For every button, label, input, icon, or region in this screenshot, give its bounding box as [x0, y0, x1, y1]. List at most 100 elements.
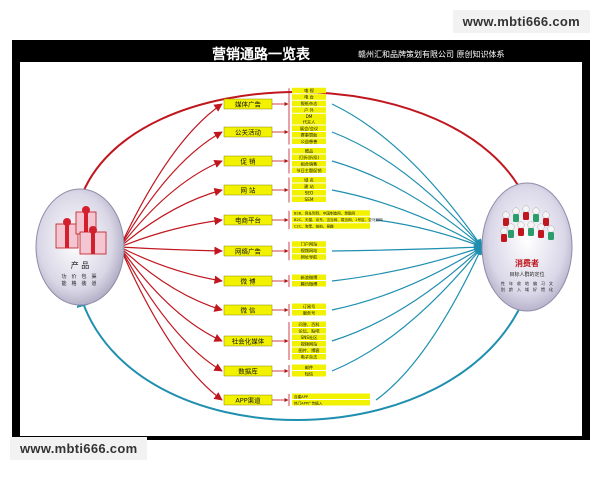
- item-box: [292, 274, 326, 280]
- person-body-icon: [533, 214, 539, 222]
- item-label: DM: [306, 114, 313, 119]
- item-label: 邮件: [305, 364, 313, 371]
- item-box: [292, 321, 326, 327]
- consumer-arrow-8: [331, 246, 483, 342]
- person-body-icon: [501, 234, 507, 242]
- item-box: [292, 216, 370, 223]
- person-head-icon: [542, 211, 550, 219]
- item-label: 组合销售: [301, 160, 318, 167]
- product-arrow-2: [119, 160, 223, 248]
- person-body-icon: [538, 230, 544, 238]
- item-box: [292, 303, 326, 309]
- item-label: SEO: [305, 190, 314, 195]
- channel-label: 媒体广告: [235, 100, 262, 109]
- product-arrow-10: [119, 246, 223, 401]
- consumer-attribute-char: 别: [501, 286, 505, 293]
- channel-label: 网 站: [240, 186, 256, 195]
- item-label: 新浪微博: [301, 274, 319, 281]
- item-label: 赛事赞助: [301, 131, 318, 138]
- item-label: B2B、网址烈烈、中国制造网、慧聪网: [294, 211, 356, 216]
- product-arrow-8: [119, 246, 223, 342]
- consumer-arrow-5: [331, 243, 483, 252]
- consumer-arrow-4: [375, 219, 483, 249]
- people-group-icon: [500, 205, 555, 242]
- consumer-arrow-10: [375, 246, 483, 401]
- item-box: [292, 148, 326, 154]
- item-label: 视频网站: [301, 247, 318, 254]
- person-head-icon: [527, 221, 535, 229]
- item-box: [292, 132, 326, 138]
- product-arrow-7: [119, 246, 223, 312]
- channel-label: 公关活动: [235, 128, 262, 137]
- item-label: 论坛、贴吧: [299, 327, 321, 334]
- product-attribute-char: 价: [71, 274, 76, 280]
- person-head-icon: [537, 223, 545, 231]
- person-body-icon: [518, 228, 524, 236]
- item-box: [292, 113, 326, 120]
- product-arrow-4: [119, 216, 223, 248]
- person-head-icon: [547, 225, 555, 233]
- gift-box-icon: [55, 206, 107, 255]
- channel-10: APP渠道自建APP热门APP广告植入: [223, 393, 370, 406]
- item-box: [292, 281, 326, 287]
- item-box: [292, 107, 326, 113]
- item-label: 公益慈善: [301, 138, 318, 145]
- item-label: 建 站: [304, 183, 314, 190]
- person-body-icon: [508, 230, 514, 238]
- person-body-icon: [528, 228, 534, 236]
- item-label: 节日主题促销: [296, 167, 321, 174]
- item-box: [292, 125, 326, 131]
- product-arrow-6: [119, 246, 223, 284]
- product-to-channel-arrows: [119, 103, 223, 401]
- person-head-icon: [502, 211, 510, 219]
- consumer-attribute-char: 地: [525, 280, 530, 286]
- consumer-label: 消费者: [515, 258, 539, 268]
- item-box: [292, 94, 326, 100]
- product-attribute-char: 渠: [91, 273, 96, 280]
- product-arrow-9: [119, 246, 223, 372]
- consumer-attribute-char: 化: [549, 286, 554, 293]
- item-label: 报纸杂志: [301, 100, 318, 107]
- consumer-attribute-char: 文: [549, 280, 554, 287]
- item-label: 服务号: [303, 309, 316, 316]
- person-body-icon: [523, 212, 529, 220]
- channel-label: 微 信: [240, 306, 256, 315]
- item-label: 图片、博客: [299, 347, 321, 354]
- person-head-icon: [507, 223, 515, 231]
- item-box: [292, 138, 326, 144]
- watermark-bottom: www.mbti666.com: [10, 437, 148, 460]
- item-box: [292, 247, 326, 254]
- person-head-icon: [517, 221, 525, 229]
- person-head-icon: [500, 227, 508, 235]
- item-box: [292, 190, 326, 196]
- item-label: 订阅号: [303, 303, 316, 310]
- consumer-attribute-char: 惯: [541, 286, 545, 293]
- item-label: 短信: [305, 370, 313, 377]
- item-box: [292, 87, 326, 94]
- item-label: 视频网站: [301, 340, 318, 347]
- channel-to-consumer-arrows: [331, 103, 483, 401]
- item-label: 域 名: [304, 176, 314, 183]
- item-box: [292, 371, 326, 377]
- person-body-icon: [503, 218, 509, 226]
- channel-label: 促 销: [240, 157, 256, 166]
- product-attribute-char: 功: [61, 273, 66, 280]
- item-box: [292, 354, 326, 360]
- consumer-arrow-2: [331, 160, 483, 248]
- item-box: [292, 341, 326, 347]
- item-label: 腾讯微博: [301, 280, 319, 287]
- item-label: 电子杂志: [301, 353, 318, 359]
- item-label: SEM: [305, 197, 314, 202]
- diagram-title: 营销通路一览表: [212, 47, 310, 63]
- person-body-icon: [548, 232, 554, 240]
- item-box: [292, 241, 326, 247]
- item-label: 赠品: [305, 147, 313, 154]
- item-label: SNS社区: [301, 334, 318, 341]
